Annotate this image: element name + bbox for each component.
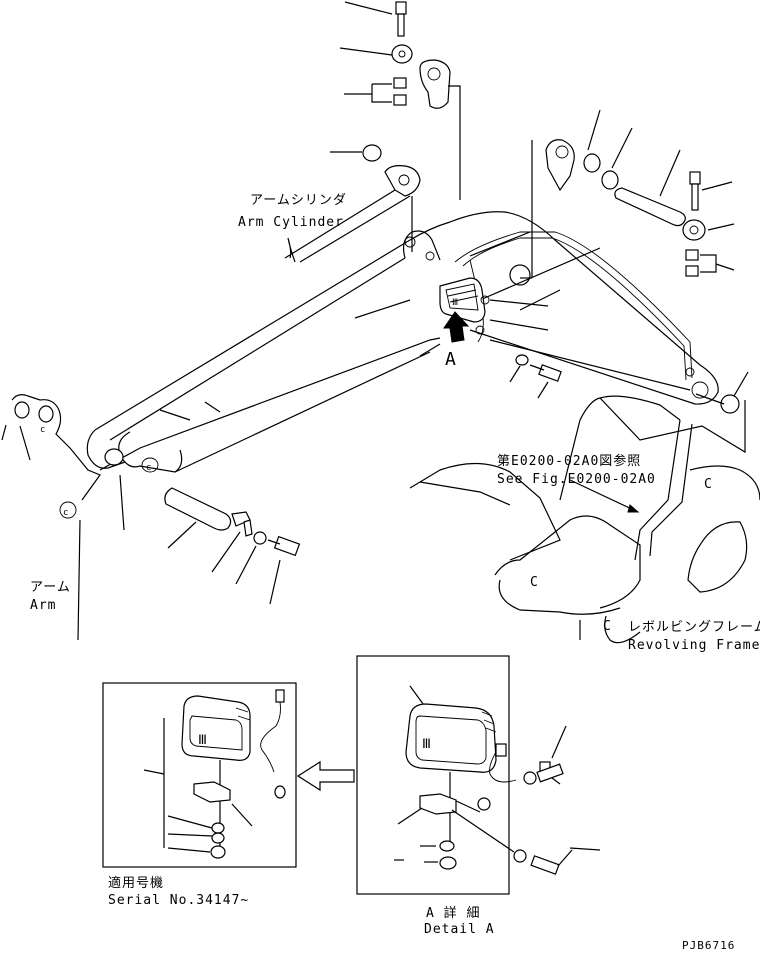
view-a-marker: A — [445, 349, 457, 370]
svg-text:c: c — [40, 425, 45, 435]
front-pin-parts — [164, 487, 301, 605]
svg-text:c: c — [146, 463, 151, 473]
revolving-frame: C C C — [409, 395, 760, 644]
drawing-code: PJB6716 — [682, 939, 736, 952]
see-fig-label-jp: 第E0200-02A0図参照 — [497, 454, 642, 469]
svg-text:C: C — [704, 477, 712, 492]
revolving-frame-label-en: Revolving Frame — [628, 638, 760, 653]
detail-a-label-jp: A 詳 細 — [426, 906, 481, 921]
arrow-to-serial-view — [296, 760, 355, 792]
arm-part: c c — [1, 394, 125, 641]
arm-cylinder-label-en: Arm Cylinder — [238, 215, 344, 230]
svg-text:Ⅲ: Ⅲ — [422, 737, 431, 752]
svg-text:C: C — [530, 575, 538, 590]
svg-text:Ⅲ: Ⅲ — [198, 733, 207, 748]
arm-label-jp: アーム — [30, 580, 71, 595]
top-bolt-stack — [339, 1, 461, 200]
serial-label-jp: 適用号機 — [108, 876, 165, 891]
serial-variant-view: Ⅲ — [102, 682, 297, 868]
svg-text:C: C — [603, 619, 611, 634]
boom-beam: c — [86, 211, 719, 473]
svg-text:Ⅲ: Ⅲ — [452, 298, 458, 308]
svg-text:c: c — [63, 508, 68, 518]
detail-a-view: Ⅲ — [356, 655, 601, 895]
rear-pin-parts — [520, 109, 749, 414]
detail-a-label-en: Detail A — [424, 922, 495, 937]
revolving-frame-label-jp: レボルビングフレーム — [628, 620, 760, 635]
see-fig-label-en: See Fig.E0200-02A0 — [497, 472, 656, 487]
serial-label-en: Serial No.34147~ — [108, 893, 250, 908]
boom-light: Ⅲ — [419, 277, 562, 399]
arm-cylinder — [284, 144, 421, 263]
arm-label-en: Arm — [30, 598, 57, 613]
arm-cylinder-label-jp: アームシリンダ — [250, 193, 347, 208]
